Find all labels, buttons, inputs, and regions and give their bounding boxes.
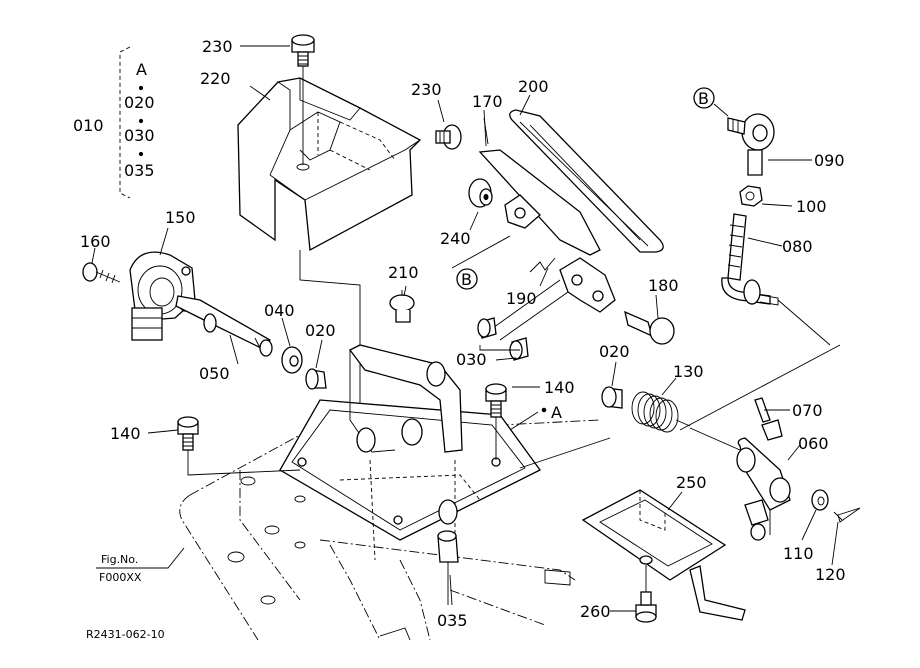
spring-130 [631,391,691,433]
callout-250: 250 [676,473,707,492]
bolt-230-top [291,34,315,67]
group-main-label: 010 [73,116,104,135]
callout-240: 240 [440,229,471,248]
callout-230-top: 230 [202,37,233,56]
callout-140-right: 140 [544,378,575,397]
fig-no-label: Fig.No. [101,553,138,566]
sensor-150 [129,251,196,341]
bushings-030 [477,317,529,361]
screw-160 [82,262,121,284]
washer-110 [811,489,829,511]
callout-050: 050 [199,364,230,383]
bushing-020-right [601,386,623,409]
pin-070 [754,397,771,423]
pin-180 [624,310,675,345]
callout-160: 160 [80,232,111,251]
group-note: 010 A 020 030 035 [73,46,155,199]
bolt-140-right [485,383,507,460]
callout-035: 035 [437,611,468,630]
callout-210: 210 [388,263,419,282]
pedal-arm [489,257,616,341]
bolt-260 [635,565,657,623]
bushing-020-left [305,368,327,390]
group-item-020: 020 [124,93,155,112]
callout-b-circle-top [693,87,715,109]
callout-020-left: 020 [305,321,336,340]
callout-080: 080 [782,237,813,256]
callout-a: A [551,403,562,422]
group-ref-label: A [136,60,147,79]
lever-060 [689,419,791,541]
fig-no-value: F000XX [99,571,142,584]
bushing-240 [468,178,493,208]
callout-b-mid: B [461,270,472,289]
leader-lines [91,45,839,612]
callout-020-right: 020 [599,342,630,361]
bolt-140-left [177,416,301,476]
callout-200: 200 [518,77,549,96]
cover-220 [237,60,422,450]
shaft-050 [175,295,273,357]
callout-060: 060 [798,434,829,453]
drawing-code: R2431-062-10 [86,628,165,641]
callout-260: 260 [580,602,611,621]
group-item-030: 030 [124,126,155,145]
callout-180: 180 [648,276,679,295]
callout-130: 130 [673,362,704,381]
callout-100: 100 [796,197,827,216]
callout-220: 220 [200,69,231,88]
nut-100 [739,185,763,207]
callout-120: 120 [815,565,846,584]
callout-140-left: 140 [110,424,141,443]
clip-210 [389,290,415,323]
callouts: 230 220 230 170 200 B 090 100 080 150 16… [80,37,846,630]
washer-040 [281,346,303,374]
callout-230-side: 230 [411,80,442,99]
callout-110: 110 [783,544,814,563]
callout-b-top: B [698,89,709,108]
bracket-250 [581,489,746,621]
figure-number-block: Fig.No. F000XX R2431-062-10 [86,547,185,641]
clip-120 [833,507,861,523]
callout-190: 190 [506,289,537,308]
rod-080 [721,213,831,346]
callout-030: 030 [456,350,487,369]
callout-090: 090 [814,151,845,170]
pedal-assembly [478,109,664,256]
ball-joint-090 [727,113,775,176]
group-item-035: 035 [124,161,155,180]
callout-040: 040 [264,301,295,320]
callout-170: 170 [472,92,503,111]
mount-plate [279,344,611,561]
callout-b-circle-mid [456,268,478,290]
callout-070: 070 [792,401,823,420]
callout-150: 150 [165,208,196,227]
collar-035 [437,499,459,605]
bolt-230-side [435,124,462,150]
